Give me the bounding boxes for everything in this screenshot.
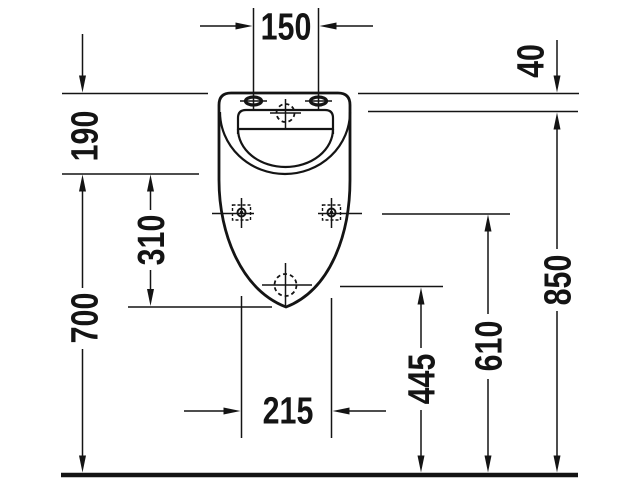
arrowhead bbox=[417, 455, 425, 473]
dim-label-310: 310 bbox=[131, 215, 173, 266]
bowl-outer-rim-arc bbox=[218, 111, 352, 176]
urinal-body-outline bbox=[217, 91, 352, 309]
arrowhead bbox=[484, 455, 492, 473]
urinal-figure bbox=[212, 91, 362, 309]
dim-610: 610 bbox=[469, 214, 511, 473]
bowl-inner-arc bbox=[236, 128, 335, 169]
arrowhead bbox=[79, 75, 86, 93]
dim-label-445: 445 bbox=[402, 354, 444, 405]
arrowhead bbox=[147, 174, 154, 192]
arrowhead bbox=[235, 22, 253, 30]
arrowhead bbox=[332, 407, 350, 415]
arrowhead bbox=[484, 214, 492, 232]
dimensions: 150 40 190 700 310 bbox=[65, 7, 580, 473]
side-fixing-hole-right-icon bbox=[318, 198, 362, 228]
arrowhead bbox=[79, 455, 86, 473]
arrowhead bbox=[553, 75, 561, 93]
dim-850: 850 bbox=[538, 112, 580, 473]
dim-40: 40 bbox=[511, 40, 561, 93]
arrowhead bbox=[147, 289, 154, 306]
dim-label-40: 40 bbox=[511, 44, 553, 78]
dim-700: 700 bbox=[65, 174, 107, 473]
dim-label-150: 150 bbox=[261, 7, 312, 49]
arrowhead bbox=[319, 22, 337, 30]
arrowhead bbox=[79, 174, 86, 192]
dim-445: 445 bbox=[402, 287, 444, 473]
dim-190: 190 bbox=[65, 34, 107, 161]
dim-label-850: 850 bbox=[538, 255, 580, 306]
arrowhead bbox=[553, 455, 561, 473]
dim-label-190: 190 bbox=[65, 111, 107, 162]
dim-310: 310 bbox=[131, 174, 173, 306]
extension-lines bbox=[62, 8, 579, 438]
water-inlet-icon bbox=[270, 99, 301, 128]
drain-outlet-icon bbox=[262, 263, 312, 306]
dim-label-610: 610 bbox=[469, 321, 511, 372]
dim-label-215: 215 bbox=[263, 391, 314, 433]
arrowhead bbox=[223, 407, 241, 415]
dim-150: 150 bbox=[200, 7, 373, 49]
arrowhead bbox=[417, 287, 425, 305]
arrowhead bbox=[553, 112, 561, 130]
dim-215: 215 bbox=[184, 391, 386, 433]
side-fixing-hole-left-icon bbox=[212, 198, 254, 228]
dim-label-700: 700 bbox=[65, 293, 107, 344]
